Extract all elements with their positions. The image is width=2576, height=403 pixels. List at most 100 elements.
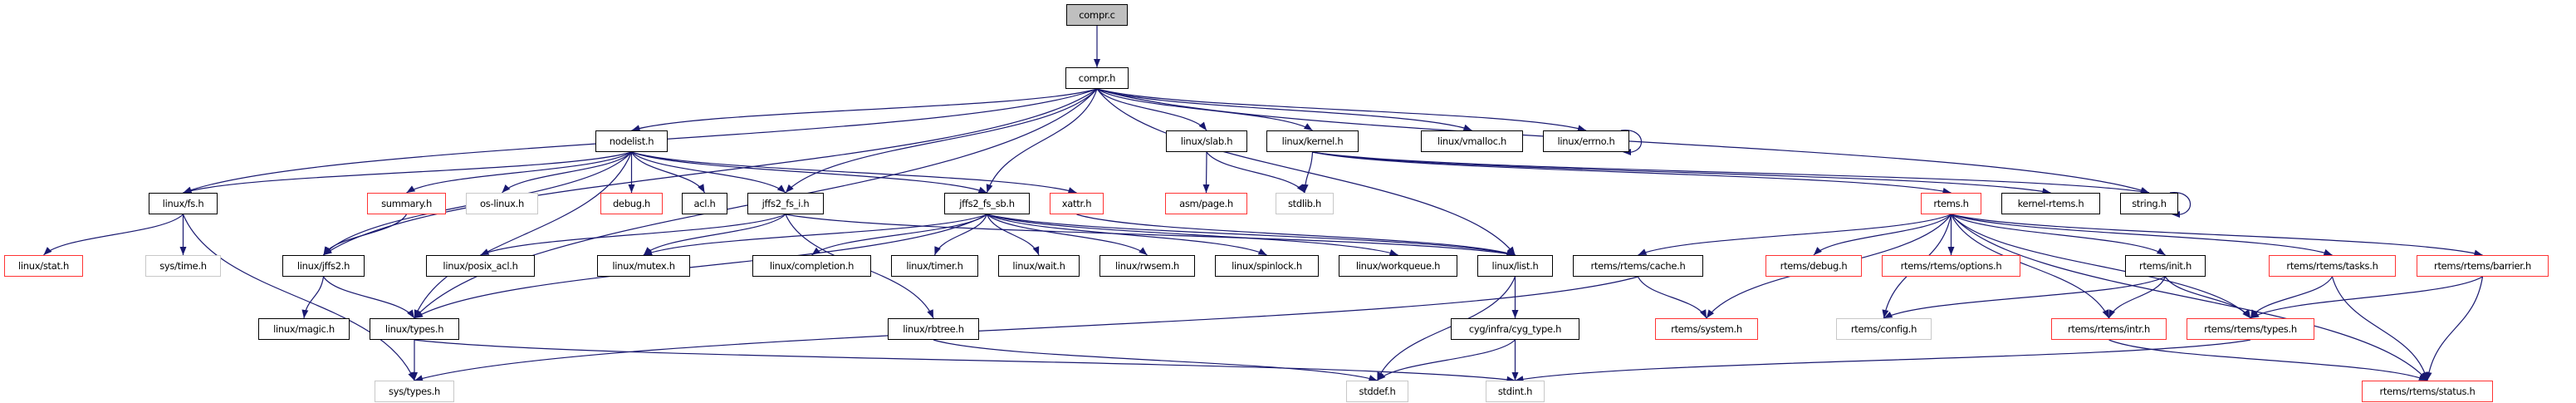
edge-arrowhead	[1707, 309, 1715, 318]
edge-jffs2-fs-sb-h-to-linux-workqueue-h	[987, 214, 1398, 256]
node-linux-kernel-h[interactable]: linux/kernel.h	[1266, 130, 1359, 152]
edge-arrowhead	[1067, 187, 1077, 194]
edge-jffs2-fs-i-h-to-linux-posix-acl-h	[480, 214, 786, 256]
edge-arrowhead	[1202, 184, 1210, 193]
edge-rtems-rtems-tasks-h-to-rtems-rtems-types-h	[2250, 276, 2334, 319]
edge-arrowhead	[811, 247, 820, 255]
node-linux-completion-h[interactable]: linux/completion.h	[752, 255, 871, 277]
node-rtems-rtems-options-h[interactable]: rtems/rtems/options.h	[1882, 255, 2020, 277]
node-rtems-init-h[interactable]: rtems/init.h	[2125, 255, 2206, 277]
node-rtems-h[interactable]: rtems.h	[1921, 193, 1981, 214]
edge-linux-kernel-h-to-kernel-rtems-h	[1312, 151, 2051, 194]
edge-arrowhead	[1947, 247, 1955, 255]
edge-arrowhead	[2425, 371, 2432, 381]
edge-arrowhead	[411, 372, 418, 381]
node-acl-h[interactable]: acl.h	[682, 193, 727, 214]
node-linux-fs-h[interactable]: linux/fs.h	[149, 193, 218, 214]
node-linux-wait-h[interactable]: linux/wait.h	[998, 255, 1080, 277]
edge-compr-h-to-nodelist-h	[631, 88, 1098, 131]
node-rtems-system-h[interactable]: rtems/system.h	[1655, 318, 1758, 340]
edge-arrowhead	[1301, 184, 1309, 193]
edge-arrowhead	[407, 309, 414, 318]
node-debug-h[interactable]: debug.h	[600, 193, 663, 214]
edge-rtems-init-h-to-rtems-config-h	[1883, 276, 2166, 319]
node-linux-workqueue-h[interactable]: linux/workqueue.h	[1339, 255, 1457, 277]
edge-arrowhead	[502, 184, 511, 193]
edge-arrowhead	[1883, 311, 1893, 318]
node-stdint-h: stdint.h	[1486, 381, 1545, 402]
edge-jffs2-fs-sb-h-to-linux-rwsem-h	[987, 214, 1148, 256]
edge-arrowhead	[628, 184, 635, 193]
node-compr-h[interactable]: compr.h	[1065, 67, 1129, 89]
edge-arrowhead	[1303, 123, 1313, 130]
node-sys-time-h: sys/time.h	[145, 255, 221, 277]
edge-linux-kernel-h-to-string-h	[1312, 151, 2150, 194]
edge-nodelist-h-to-linux-fs-h	[183, 151, 632, 194]
edge-nodelist-h-to-jffs2-fs-sb-h	[631, 151, 987, 194]
node-rtems-rtems-intr-h[interactable]: rtems/rtems/intr.h	[2051, 318, 2167, 340]
node-linux-spinlock-h[interactable]: linux/spinlock.h	[1215, 255, 1319, 277]
edge-arrowhead	[1094, 59, 1100, 67]
edge-linux-slab-h-to-stdlib-h	[1206, 151, 1305, 194]
node-linux-rbtree-h[interactable]: linux/rbtree.h	[888, 318, 979, 340]
node-linux-posix-acl-h[interactable]: linux/posix_acl.h	[426, 255, 535, 277]
edge-rtems-h-to-rtems-init-h	[1951, 214, 2166, 256]
edge-arrowhead	[698, 184, 705, 193]
edge-arrowhead	[986, 184, 993, 193]
node-linux-magic-h[interactable]: linux/magic.h	[258, 318, 350, 340]
edge-arrowhead	[2243, 309, 2250, 318]
edge-linux-fs-h-to-linux-stat-h	[43, 214, 184, 256]
node-kernel-rtems-h[interactable]: kernel-rtems.h	[2001, 193, 2100, 214]
node-linux-stat-h[interactable]: linux/stat.h	[4, 255, 83, 277]
edge-arrowhead	[183, 187, 193, 194]
edge-linux-list-h-to-stddef-h	[1376, 276, 1516, 381]
node-rtems-rtems-tasks-h[interactable]: rtems/rtems/tasks.h	[2269, 255, 2396, 277]
node-jffs2-fs-i-h[interactable]: jffs2_fs_i.h	[747, 193, 824, 214]
edge-arrowhead	[776, 184, 786, 193]
edge-rtems-h-to-rtems-rtems-cache-h	[1638, 214, 1952, 256]
edge-rtems-rtems-tasks-h-to-rtems-rtems-status-h	[2331, 276, 2428, 381]
node-asm-page-h[interactable]: asm/page.h	[1165, 193, 1247, 214]
node-linux-mutex-h[interactable]: linux/mutex.h	[597, 255, 690, 277]
edge-arrowhead	[1511, 310, 1519, 318]
node-linux-types-h[interactable]: linux/types.h	[370, 318, 459, 340]
edge-nodelist-h-to-summary-h	[406, 151, 632, 194]
edge-rtems-rtems-types-h-to-stdint-h	[1515, 339, 2251, 381]
node-summary-h[interactable]: summary.h	[367, 193, 446, 214]
node-sys-types-h: sys/types.h	[375, 381, 454, 402]
node-nodelist-h[interactable]: nodelist.h	[595, 130, 668, 152]
node-string-h[interactable]: string.h	[2120, 193, 2178, 214]
node-rtems-rtems-status-h[interactable]: rtems/rtems/status.h	[2362, 381, 2493, 402]
node-jffs2-fs-sb-h[interactable]: jffs2_fs_sb.h	[944, 193, 1030, 214]
node-linux-jffs2-h[interactable]: linux/jffs2.h	[282, 255, 365, 277]
edge-arrowhead	[631, 125, 641, 131]
edge-rtems-init-h-to-rtems-rtems-intr-h	[2108, 276, 2167, 319]
edge-jffs2-fs-i-h-to-linux-mutex-h	[643, 214, 786, 256]
node-rtems-rtems-cache-h[interactable]: rtems/rtems/cache.h	[1573, 255, 1703, 277]
node-os-linux-h: os-linux.h	[466, 193, 538, 214]
edge-arrowhead	[1577, 125, 1586, 132]
node-linux-timer-h[interactable]: linux/timer.h	[891, 255, 978, 277]
edge-arrowhead	[1388, 249, 1398, 256]
edge-rtems-rtems-intr-h-to-rtems-rtems-status-h	[2108, 339, 2428, 381]
edge-rtems-rtems-cache-h-to-rtems-system-h	[1637, 276, 1707, 319]
edge-arrowhead	[2418, 374, 2427, 381]
edge-jffs2-fs-sb-h-to-linux-spinlock-h	[987, 214, 1267, 256]
node-linux-errno-h[interactable]: linux/errno.h	[1543, 130, 1629, 152]
node-rtems-rtems-barrier-h[interactable]: rtems/rtems/barrier.h	[2417, 255, 2549, 277]
node-compr-c[interactable]: compr.c	[1066, 4, 1128, 26]
edge-arrowhead	[1257, 248, 1267, 255]
node-linux-list-h[interactable]: linux/list.h	[1477, 255, 1553, 277]
node-linux-slab-h[interactable]: linux/slab.h	[1166, 130, 1247, 152]
edge-arrowhead	[2102, 309, 2109, 318]
node-linux-rwsem-h[interactable]: linux/rwsem.h	[1099, 255, 1195, 277]
node-xattr-h[interactable]: xattr.h	[1050, 193, 1104, 214]
node-rtems-debug-h[interactable]: rtems/debug.h	[1765, 255, 1862, 277]
node-cyg-infra-cyg-type-h[interactable]: cyg/infra/cyg_type.h	[1451, 318, 1579, 340]
edge-arrowhead	[179, 247, 187, 255]
edge-arrowhead	[2250, 311, 2260, 318]
edge-rtems-h-to-rtems-rtems-barrier-h	[1951, 214, 2483, 256]
node-linux-vmalloc-h[interactable]: linux/vmalloc.h	[1421, 130, 1523, 152]
node-rtems-rtems-types-h[interactable]: rtems/rtems/types.h	[2187, 318, 2314, 340]
